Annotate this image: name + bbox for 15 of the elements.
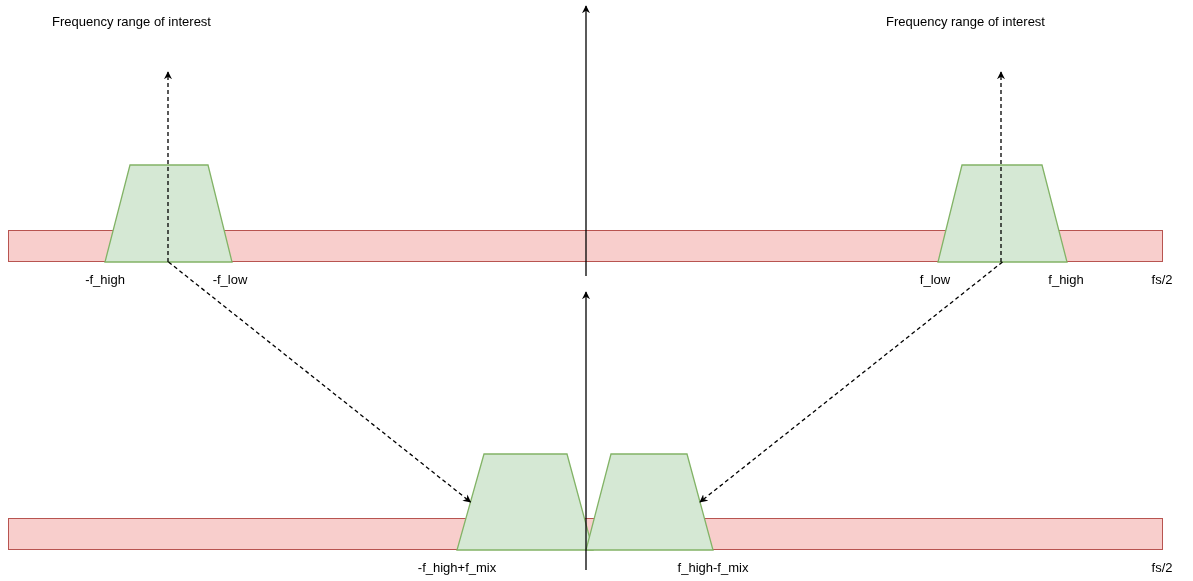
arrow — [167, 261, 472, 503]
frequency-label: f_low — [919, 272, 951, 288]
frequency-label: -f_high — [85, 272, 125, 288]
heading-text: Frequency range of interest — [886, 14, 1045, 30]
frequency-label: fs/2 — [1151, 560, 1173, 576]
frequency-label: fs/2 — [1151, 272, 1173, 288]
frequency-label: -f_high+f_mix — [417, 560, 497, 576]
passband-trapezoid — [938, 165, 1067, 262]
frequency-label: -f_low — [212, 272, 248, 288]
frequency-label: f_high — [1048, 272, 1084, 288]
heading-text: Frequency range of interest — [52, 14, 211, 30]
passband-trapezoid — [105, 165, 232, 262]
frequency-label: f_high-f_mix — [677, 560, 749, 576]
arrow — [699, 261, 1004, 503]
passband-trapezoid — [586, 454, 713, 550]
